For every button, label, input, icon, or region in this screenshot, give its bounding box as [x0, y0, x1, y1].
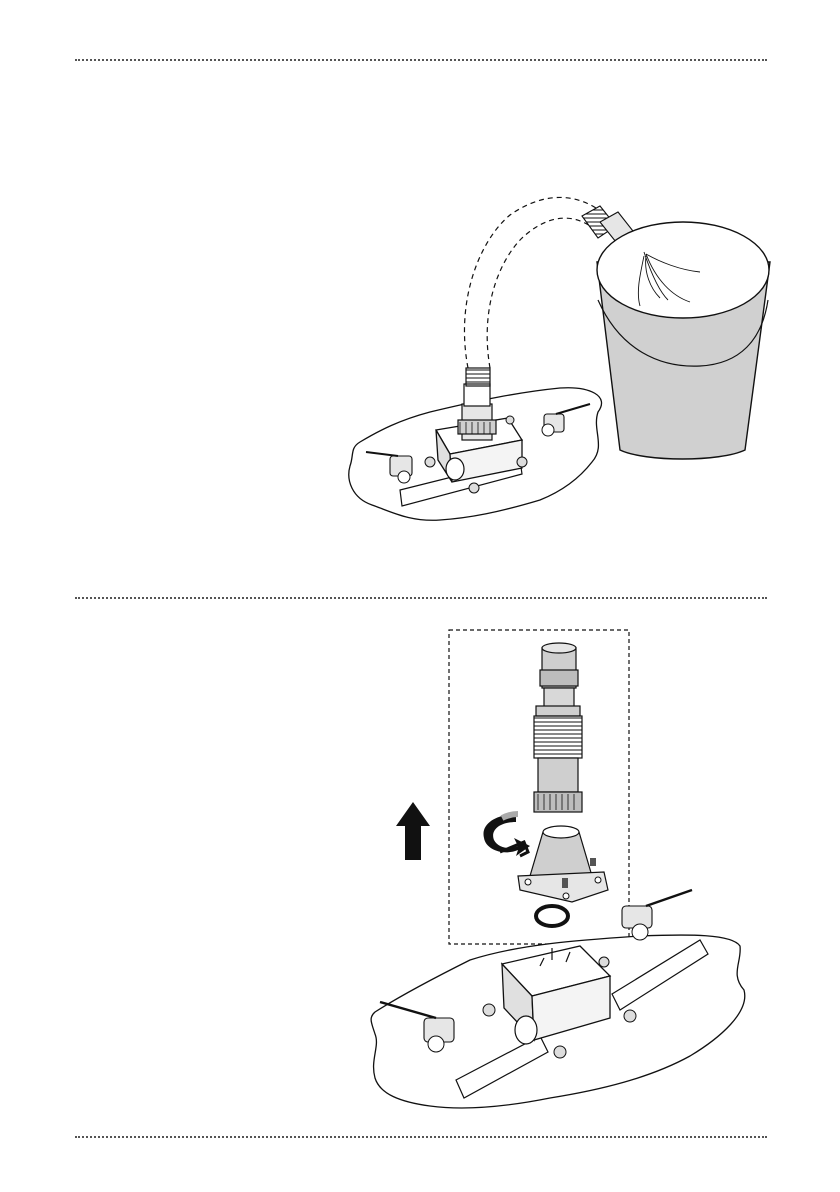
riser-pipe-icon	[458, 368, 496, 440]
flange-icon	[518, 826, 608, 902]
up-arrow-icon	[396, 802, 430, 860]
extension-pipe-icon	[534, 643, 582, 812]
figure-2-exploded-assembly	[371, 630, 745, 1108]
hose-icon	[464, 197, 596, 368]
ball-valve-icon	[622, 890, 692, 940]
figure-1-drain-into-bucket	[349, 197, 770, 520]
bucket-icon	[597, 222, 770, 459]
gasket-icon	[536, 906, 568, 926]
